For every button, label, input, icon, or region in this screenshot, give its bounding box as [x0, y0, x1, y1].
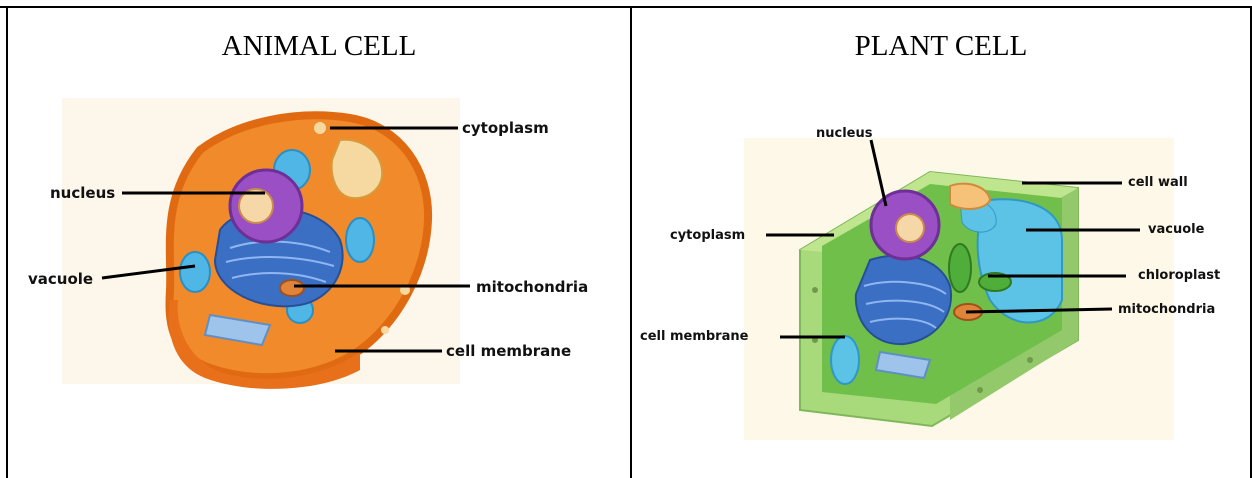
plant-label-chloroplast: chloroplast [1138, 268, 1220, 284]
animal-vacuole-left [180, 252, 210, 292]
plant-cell-image [744, 138, 1174, 440]
plant-label-cell-wall: cell wall [1128, 175, 1188, 191]
animal-cell-image [62, 98, 470, 389]
plant-label-mitochondria: mitochondria [1118, 302, 1215, 318]
plant-label-vacuole: vacuole [1148, 222, 1204, 238]
animal-vacuole-right [346, 218, 374, 262]
plant-label-cell-membrane: cell membrane [640, 329, 748, 345]
animal-label-cytoplasm: cytoplasm [462, 119, 549, 137]
animal-label-mitochondria: mitochondria [476, 278, 588, 296]
animal-label-vacuole: vacuole [28, 270, 93, 288]
plant-chloroplast [949, 244, 971, 292]
animal-label-nucleus: nucleus [50, 184, 115, 202]
plant-nucleolus [896, 214, 924, 242]
plant-label-cytoplasm: cytoplasm [670, 228, 745, 244]
plant-label-nucleus: nucleus [816, 126, 872, 142]
animal-label-cell-membrane: cell membrane [446, 342, 571, 360]
animal-mitochondrion [280, 280, 304, 296]
